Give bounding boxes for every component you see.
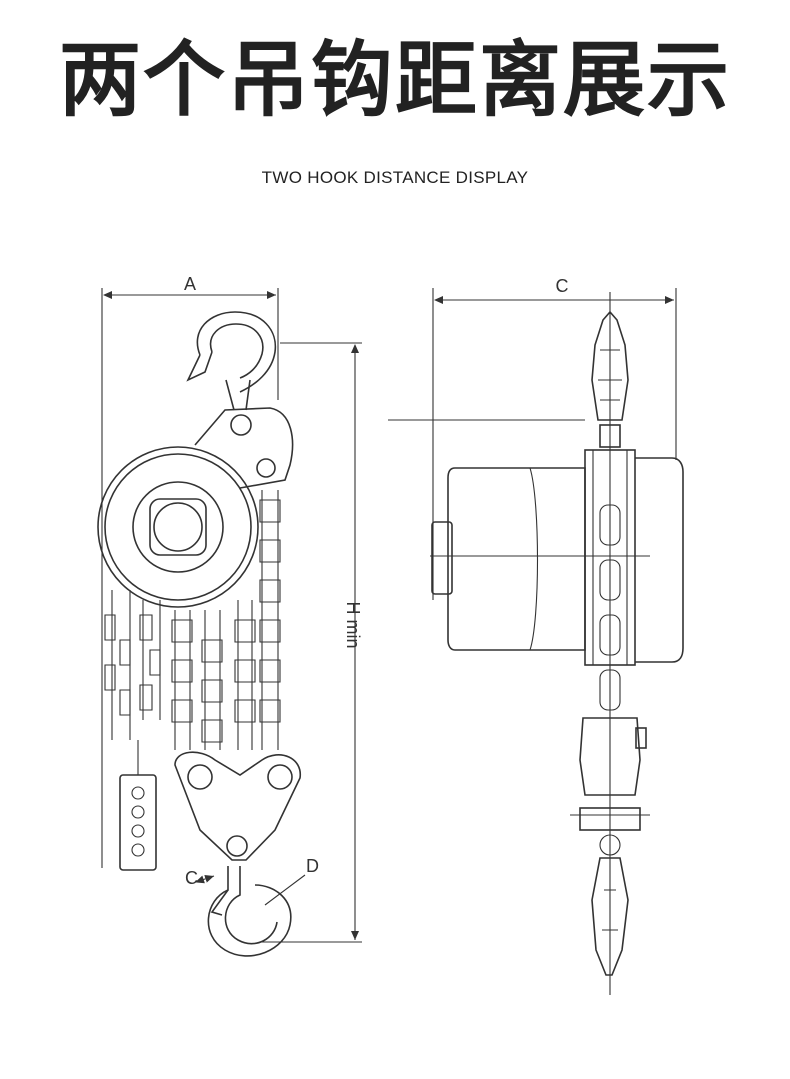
top-hook-shank-right <box>245 379 251 411</box>
page-subtitle: TWO HOOK DISTANCE DISPLAY <box>261 168 529 187</box>
lower-block <box>174 751 301 861</box>
page-title: 两个吊钩距离展示 <box>58 33 731 128</box>
dim-c-small-arrow <box>195 875 215 884</box>
bottom-hook-latch <box>210 889 229 916</box>
hand-wheel-hub-square <box>149 498 207 556</box>
lower-block-right-sheave <box>267 764 293 790</box>
side-bottom-hook <box>591 857 629 976</box>
side-top-hook-thread <box>599 424 621 448</box>
side-swivel-nut <box>599 834 621 856</box>
top-hook-latch <box>186 351 213 382</box>
side-lower-block <box>579 717 641 796</box>
lower-block-left-sheave <box>187 764 213 790</box>
dim-d-label: D <box>306 856 319 876</box>
top-bracket <box>194 407 294 489</box>
top-hook-shank-left <box>225 379 235 411</box>
side-frame <box>584 449 636 666</box>
side-view: C <box>388 276 684 995</box>
hand-wheel-outer <box>97 446 259 608</box>
front-view: A H min <box>97 274 363 957</box>
dim-d-leader <box>264 874 306 906</box>
dim-c-label: C <box>556 276 569 296</box>
dim-c-small-label: C <box>185 868 198 888</box>
top-hook-outer <box>196 311 277 393</box>
side-swivel <box>579 807 641 831</box>
hand-wheel-rim <box>104 453 252 601</box>
bracket-bolt <box>256 458 276 478</box>
dim-h-label: H min <box>343 601 363 648</box>
bottom-hook-inner <box>224 866 278 945</box>
side-top-hook-detail <box>598 349 622 401</box>
side-body-contour <box>529 467 539 651</box>
hand-wheel-hub-outer <box>132 481 224 573</box>
side-body-right <box>635 457 684 663</box>
top-hook-nut <box>230 414 252 436</box>
side-bottom-hook-detail <box>602 889 618 931</box>
top-hook-inner <box>209 323 264 379</box>
bottom-hook-outer <box>207 866 292 957</box>
dim-a-label: A <box>184 274 196 294</box>
side-body-knob <box>431 521 453 595</box>
lower-block-bolt <box>226 835 248 857</box>
side-body-left <box>447 467 586 651</box>
load-chains <box>171 490 281 750</box>
side-lower-block-bolt <box>635 727 647 749</box>
hand-chain-loops <box>104 590 161 740</box>
side-load-chain <box>599 504 621 711</box>
side-top-hook <box>591 310 629 421</box>
hand-wheel-hub-inner <box>153 502 203 552</box>
